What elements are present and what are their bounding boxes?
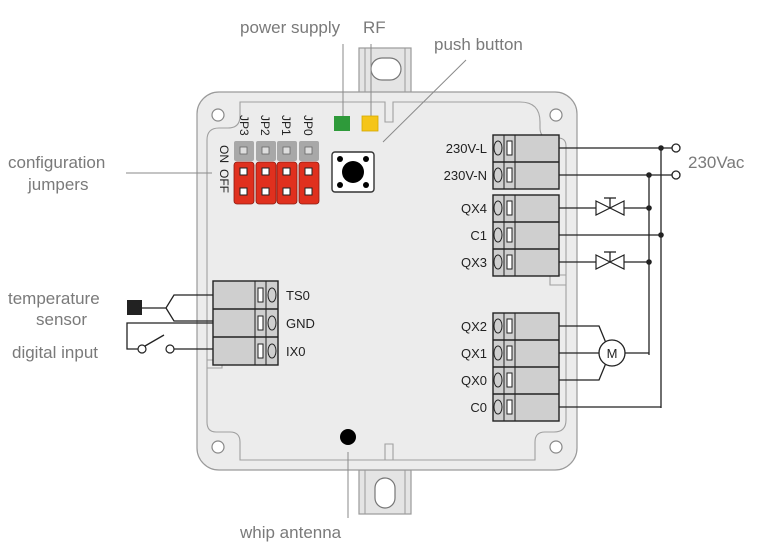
motor: M [559, 325, 661, 408]
configuration-jumpers: JP3 JP2 JP1 JP0 ON OFF [217, 115, 320, 205]
mains-terminal-l [671, 143, 681, 153]
rf-label: RF [363, 18, 386, 37]
terminal-qx1: QX1 [461, 346, 487, 361]
mounting-tab-bottom [358, 469, 412, 515]
mains-label: 230Vac [688, 153, 745, 172]
jumper-label-jp2: JP2 [258, 115, 272, 136]
switch-lever [144, 334, 165, 347]
terminal-qx3: QX3 [461, 255, 487, 270]
jumper-label-jp3: JP3 [237, 115, 251, 136]
terminal-ts0: TS0 [286, 288, 310, 303]
valve-qx4 [559, 197, 652, 216]
power-supply-led [334, 116, 350, 131]
switch-contact-right [165, 344, 175, 354]
jumper-label-jp1: JP1 [279, 115, 293, 136]
whip-antenna-connector [340, 429, 356, 445]
jumper-label-jp0: JP0 [301, 115, 315, 136]
digital-input-label: digital input [12, 343, 98, 362]
jumper-jp3[interactable] [233, 141, 255, 205]
temperature-sensor-label-line1: temperature [8, 289, 100, 308]
mains-terminal-n [671, 170, 681, 180]
jumper-jp1[interactable] [276, 141, 298, 205]
push-button[interactable] [331, 151, 375, 193]
terminal-ix0: IX0 [286, 344, 306, 359]
push-button-leader [382, 59, 467, 143]
left-terminal-block [212, 280, 279, 366]
terminal-c1: C1 [470, 228, 487, 243]
terminal-c0: C0 [470, 400, 487, 415]
terminal-qx4: QX4 [461, 201, 487, 216]
valve-qx3 [559, 251, 652, 270]
motor-label: M [607, 346, 618, 361]
whip-antenna-label: whip antenna [239, 523, 342, 542]
right-terminal-block-power [492, 134, 560, 190]
temperature-sensor-label-line2: sensor [36, 310, 87, 329]
screw-hole-bottom-right [549, 440, 563, 454]
switch-contact-left [137, 344, 147, 354]
jumper-jp0[interactable] [298, 141, 320, 205]
temperature-sensor-icon [127, 300, 142, 315]
jumper-off-label: OFF [217, 169, 231, 193]
push-button-label: push button [434, 35, 523, 54]
screw-hole-top-left [211, 108, 225, 122]
screw-hole-bottom-left [211, 440, 225, 454]
jumper-jp2[interactable] [255, 141, 277, 205]
terminal-230v-l: 230V-L [446, 141, 487, 156]
terminal-gnd: GND [286, 316, 315, 331]
temperature-sensor-wire [142, 294, 213, 322]
c1-wire [559, 232, 664, 238]
configuration-jumpers-label-line2: jumpers [27, 175, 88, 194]
digital-input-ground-wire [126, 322, 213, 350]
configuration-jumpers-label-line1: configuration [8, 153, 105, 172]
terminal-230v-n: 230V-N [444, 168, 487, 183]
mains-wiring [559, 143, 681, 408]
right-terminal-block-motor [492, 312, 560, 422]
right-terminal-block-valves [492, 194, 560, 277]
rf-led [361, 115, 379, 132]
screw-hole-top-right [549, 108, 563, 122]
mounting-tab-top [358, 47, 412, 96]
terminal-qx2: QX2 [461, 319, 487, 334]
jumper-on-label: ON [217, 145, 231, 163]
terminal-qx0: QX0 [461, 373, 487, 388]
power-supply-label: power supply [240, 18, 341, 37]
